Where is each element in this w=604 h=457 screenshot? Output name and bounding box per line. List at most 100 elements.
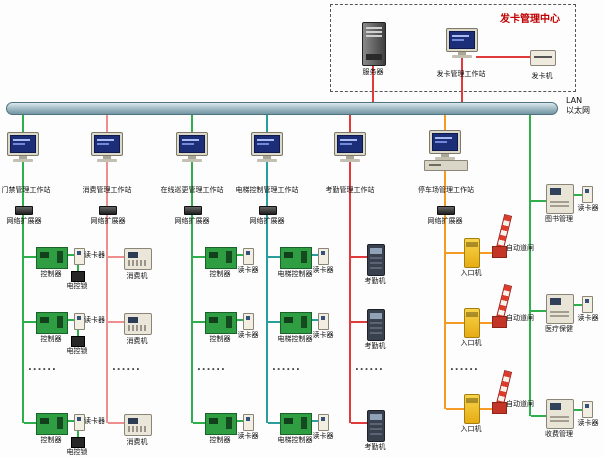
patrol-controller-board <box>205 312 237 334</box>
controller-label: 控制器 <box>40 436 62 444</box>
connector-line <box>572 304 582 306</box>
reader-label: 读卡器 <box>577 419 599 427</box>
card-reader <box>582 186 593 203</box>
elevator-controller-board <box>280 247 312 269</box>
card-reader <box>243 248 254 265</box>
connector-line <box>372 64 374 102</box>
card-issuer-machine <box>530 50 556 66</box>
workstation-label: 停车场管理工作站 <box>418 186 474 194</box>
network-extender <box>259 206 277 215</box>
application-label: 医疗保健 <box>545 325 573 333</box>
connector-line <box>351 256 367 258</box>
access-controller-board <box>36 413 68 435</box>
connector-line <box>24 256 36 258</box>
network-extender <box>15 206 33 215</box>
application-terminal <box>546 399 574 429</box>
attendance-terminal <box>367 244 385 276</box>
barrier-gate-base <box>492 402 507 414</box>
connector-line <box>266 162 268 206</box>
network-extender <box>437 206 455 215</box>
card-issuing-center-box <box>330 4 576 92</box>
workstation-monitor-attendance <box>334 132 366 162</box>
card-reader <box>318 313 329 330</box>
issuing-workstation-monitor <box>446 28 478 58</box>
card-reader <box>318 248 329 265</box>
connector-line <box>349 115 351 132</box>
application-terminal <box>546 294 574 324</box>
workstation-monitor-patrol <box>176 132 208 162</box>
ellipsis: ...... <box>112 362 141 373</box>
connector-line <box>24 321 36 323</box>
workstation-label: 消费管理工作站 <box>82 186 132 194</box>
ellipsis: ...... <box>28 362 57 373</box>
access-controller-board <box>36 247 68 269</box>
issuing-workstation-label: 发卡管理工作站 <box>436 70 486 78</box>
elevator-controller-board <box>280 312 312 334</box>
connector-line <box>444 115 446 130</box>
attendance-terminal <box>367 309 385 341</box>
connector-line <box>108 256 124 258</box>
entrance-label: 入口机 <box>460 269 482 277</box>
card-reader <box>243 313 254 330</box>
barrier-gate-base <box>492 246 507 258</box>
connector-line <box>108 321 124 323</box>
pos-terminal <box>124 414 152 436</box>
connector-line <box>108 422 124 424</box>
workstation-monitor-consume <box>91 132 123 162</box>
server-tower <box>362 22 386 66</box>
connector-line <box>444 215 446 409</box>
workstation-monitor-access <box>7 132 39 162</box>
pos-terminal <box>124 313 152 335</box>
connector-line <box>268 321 280 323</box>
pos-label: 消费机 <box>126 272 148 280</box>
connector-line <box>268 256 280 258</box>
connector-line <box>351 422 367 424</box>
connector-line <box>235 254 243 256</box>
card-reader <box>582 296 593 313</box>
barrier-label: 自动道闸 <box>506 314 534 322</box>
connector-line <box>268 422 280 424</box>
workstation-monitor-elevator <box>251 132 283 162</box>
connector-line <box>106 115 108 132</box>
connector-line <box>22 215 24 423</box>
connector-line <box>66 319 74 321</box>
reader-label: 读卡器 <box>84 251 105 259</box>
connector-line <box>191 115 193 132</box>
connector-line <box>531 415 546 417</box>
workstation-label: 门禁管理工作站 <box>1 186 51 194</box>
lock-label: 电控锁 <box>66 448 88 456</box>
connector-line <box>235 319 243 321</box>
extender-label: 网络扩展器 <box>174 217 210 225</box>
pos-label: 消费机 <box>126 438 148 446</box>
card-reader <box>74 313 85 330</box>
network-extender <box>184 206 202 215</box>
connector-line <box>310 254 318 256</box>
entrance-machine <box>464 308 480 338</box>
elevator-controller-board <box>280 413 312 435</box>
connector-line <box>106 162 108 206</box>
connector-line <box>77 263 79 271</box>
entrance-label: 入口机 <box>460 339 482 347</box>
connector-line <box>266 215 268 423</box>
lock-label: 电控锁 <box>66 282 88 290</box>
reader-label: 读卡器 <box>237 432 259 440</box>
connector-line <box>529 115 531 416</box>
desktop-case <box>424 160 468 171</box>
connector-line <box>446 408 464 410</box>
connector-line <box>349 162 351 423</box>
ellipsis: ...... <box>272 362 301 373</box>
controller-label: 电梯控制器 <box>277 270 313 278</box>
connector-line <box>22 162 24 206</box>
reader-label: 读卡器 <box>237 266 259 274</box>
barrier-label: 自动道闸 <box>506 244 534 252</box>
extender-label: 网络扩展器 <box>249 217 285 225</box>
lock-label: 电控锁 <box>66 347 88 355</box>
application-terminal <box>546 184 574 214</box>
card-issuer-label: 发卡机 <box>531 72 553 80</box>
terminal-label: 考勤机 <box>364 342 386 350</box>
connector-line <box>461 58 463 102</box>
connector-line <box>191 162 193 206</box>
controller-label: 控制器 <box>40 335 62 343</box>
attendance-terminal <box>367 410 385 442</box>
